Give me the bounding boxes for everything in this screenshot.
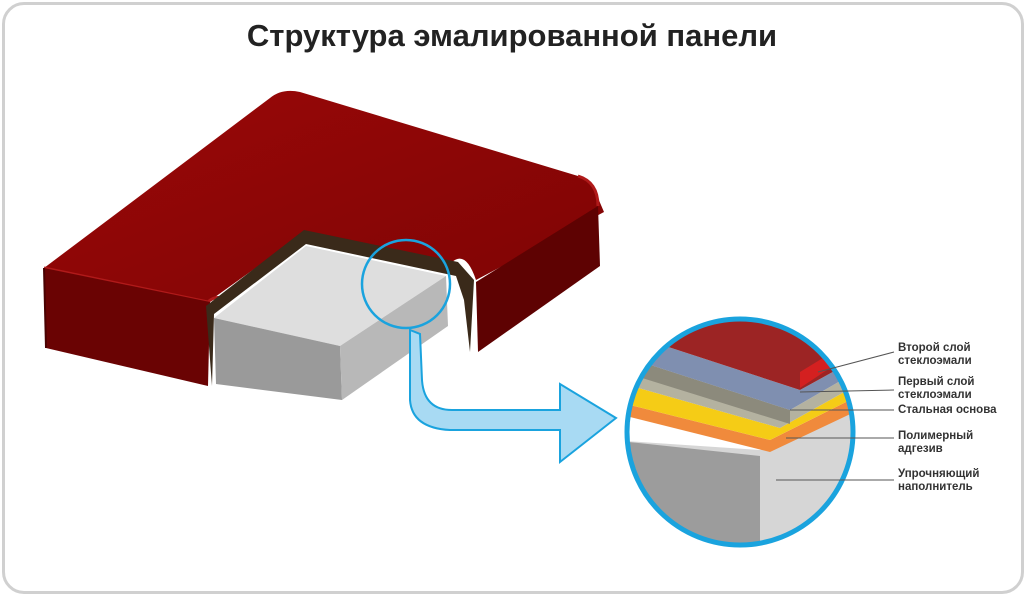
label-second-enamel: Второй слой стеклоэмали [898, 342, 972, 368]
zoom-arrow [409, 328, 618, 465]
label-line: Первый слой [898, 376, 975, 388]
enamel-panel [43, 90, 604, 386]
cutaway [206, 230, 474, 400]
leader-lines [776, 351, 895, 481]
label-line: Упрочняющий [898, 468, 980, 480]
label-line: Второй слой [898, 342, 971, 354]
page-title: Структура эмалированной панели [246, 18, 778, 53]
label-line: Полимерный [898, 430, 974, 442]
label-filler: Упрочняющий наполнитель [898, 468, 979, 494]
focus-circle [360, 238, 452, 330]
label-polymer-adhesive: Полимерный адгезив [898, 430, 973, 456]
label-line: адгезив [898, 443, 943, 455]
label-line: наполнитель [898, 481, 973, 493]
label-line: Стальная основа [898, 404, 997, 416]
label-first-enamel: Первый слой стеклоэмали [898, 376, 975, 402]
zoom-circle [624, 316, 856, 548]
label-line: стеклоэмали [898, 355, 972, 367]
label-steel-base: Стальная основа [898, 404, 997, 417]
label-line: стеклоэмали [898, 389, 972, 401]
